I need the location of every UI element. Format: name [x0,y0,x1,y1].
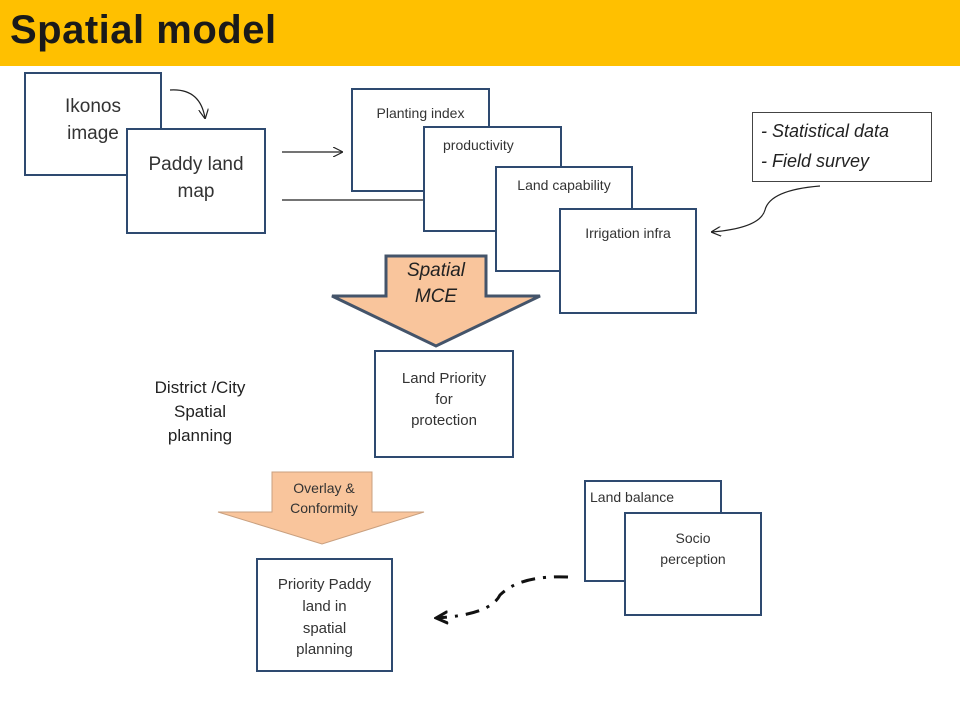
ikonos-image-box: Ikonos image [24,72,162,176]
title-bar: Spatial model [0,0,960,66]
district-planning-text: District /City Spatial planning [154,378,246,445]
irrigation-infra-label: Irrigation infra [585,225,671,241]
land-priority-box: Land Priority for protection [374,350,514,458]
balance-to-priority-arrow [436,575,569,618]
paddy-land-map-label: Paddy land map [148,154,244,202]
land-balance-label: Land balance [590,489,675,505]
data-to-irrigation-arrow [712,185,821,232]
planting-index-label: Planting index [376,105,465,121]
paddy-land-map-box: Paddy land map [126,128,266,234]
land-priority-label: Land Priority for protection [401,370,487,429]
ikonos-image-label: Ikonos image [65,96,121,144]
overlay-conformity-label: Overlay & Conformity [290,480,358,517]
land-capability-label: Land capability [517,177,611,193]
data-sources-box: - Statistical data - Field survey [752,112,932,182]
spatial-mce-label: Spatial MCE [406,260,466,307]
productivity-label: productivity [443,137,514,153]
priority-paddy-label: Priority Paddy land in spatial planning [277,576,372,659]
priority-paddy-box: Priority Paddy land in spatial planning [256,558,393,672]
statistical-data-text: - Statistical data [761,121,890,141]
ikonos-to-paddy-arrow [169,89,205,118]
irrigation-infra-box: Irrigation infra [559,208,697,314]
socio-perception-label: Socio perception [660,530,726,567]
field-survey-text: - Field survey [761,151,870,171]
page-title: Spatial model [10,8,277,52]
socio-perception-box: Socio perception [624,512,762,616]
